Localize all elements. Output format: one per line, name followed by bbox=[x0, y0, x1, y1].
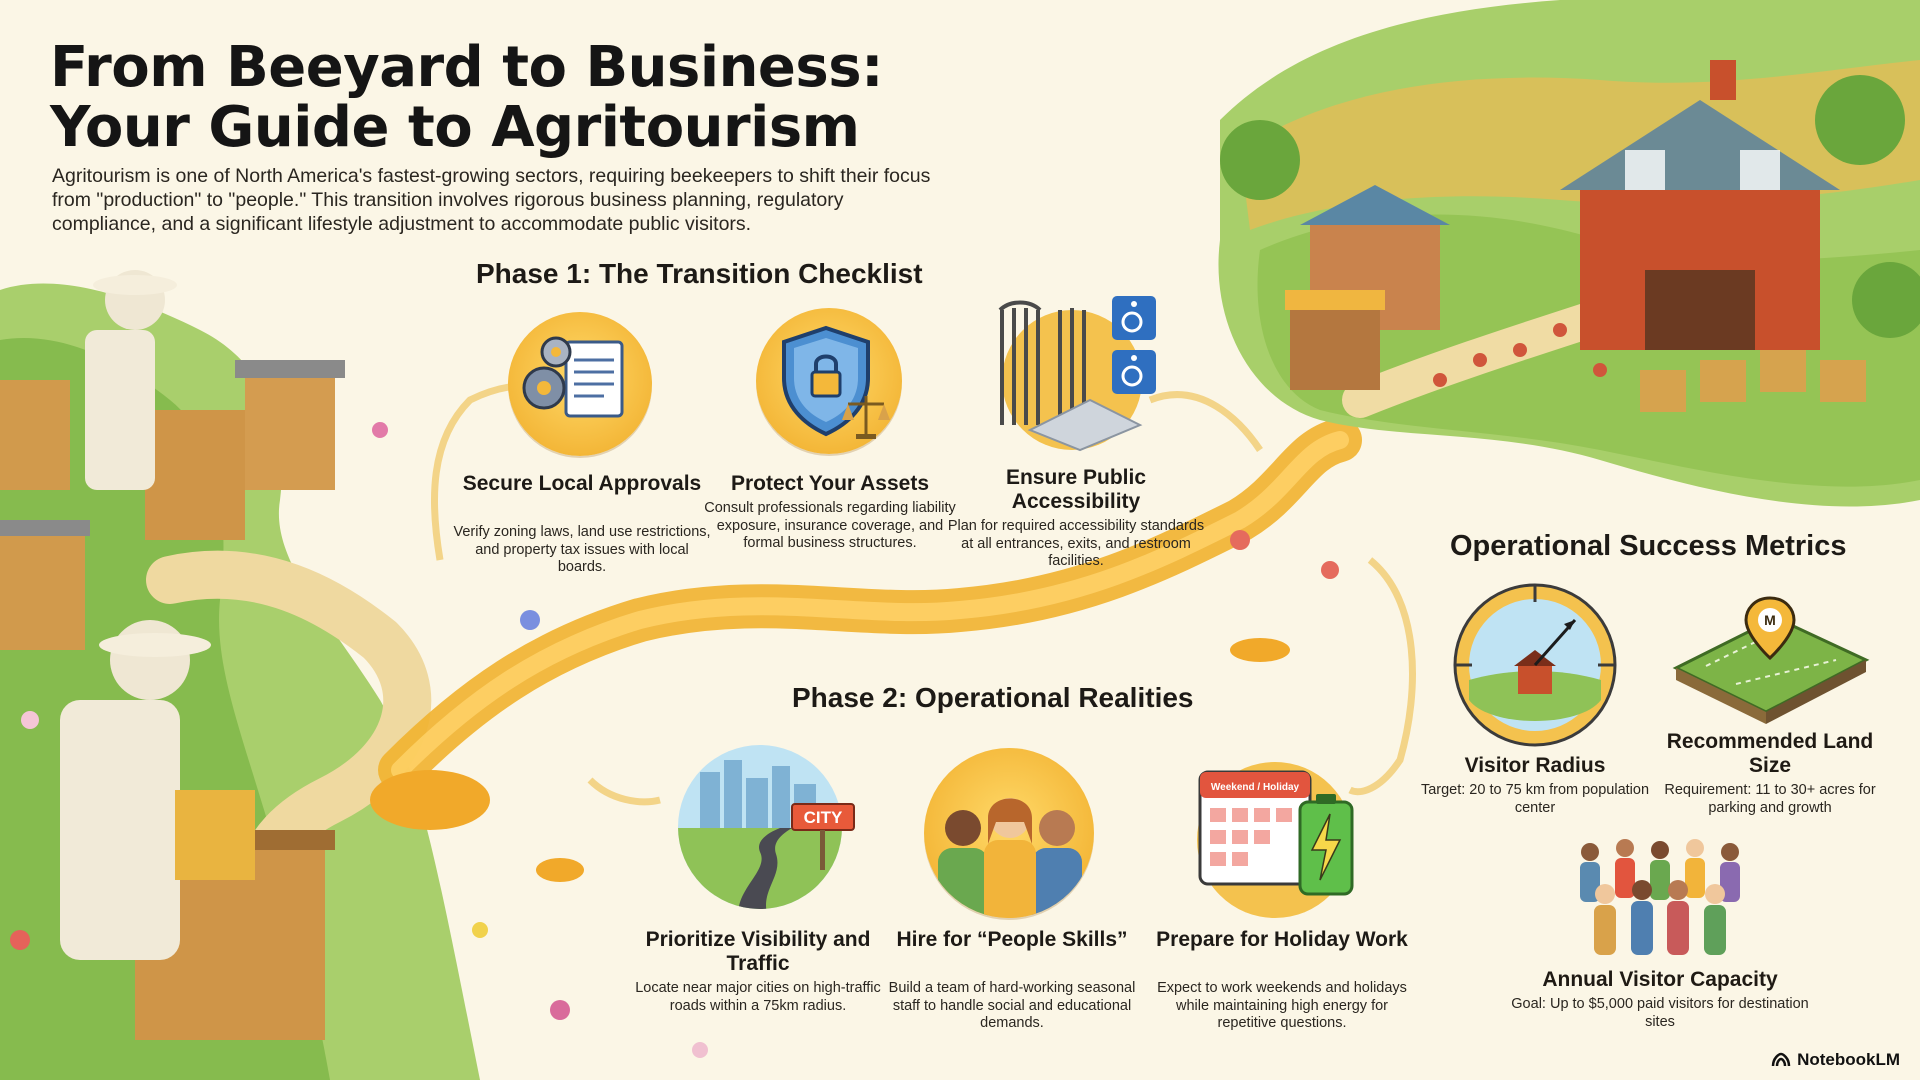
card-accessibility-desc: Plan for required accessibility standard… bbox=[947, 518, 1205, 569]
page-title: From Beeyard to Business: Your Guide to … bbox=[50, 38, 950, 158]
radius-barn-icon bbox=[1450, 580, 1620, 750]
card-secure-approvals-desc: Verify zoning laws, land use restriction… bbox=[453, 524, 711, 575]
phase2-title: Phase 2: Operational Realities bbox=[792, 682, 1194, 713]
card-accessibility-title: Ensure Public Accessibility bbox=[1005, 466, 1147, 513]
phase1-title: Phase 1: The Transition Checklist bbox=[476, 258, 923, 289]
map-pin-label: M bbox=[1764, 612, 1776, 628]
metric-visitor-radius-desc: Target: 20 to 75 km from population cent… bbox=[1420, 782, 1650, 816]
land-map-pin-icon: M bbox=[1666, 588, 1876, 738]
card-protect-assets-title: Protect Your Assets bbox=[730, 472, 929, 495]
notebooklm-logo-icon bbox=[1771, 1052, 1791, 1067]
card-people-skills-desc: Build a team of hard-working seasonal st… bbox=[888, 980, 1136, 1031]
calendar-label: Weekend / Holiday bbox=[1211, 782, 1300, 793]
calendar-battery-icon: Weekend / Holiday bbox=[1180, 750, 1370, 920]
intro-paragraph: Agritourism is one of North America's fa… bbox=[52, 165, 931, 235]
city-road-icon: CITY bbox=[660, 732, 860, 922]
metric-land-size-title: Recommended Land Size bbox=[1666, 730, 1874, 777]
card-protect-assets-desc: Consult professionals regarding liabilit… bbox=[704, 500, 956, 551]
metric-capacity-desc: Goal: Up to $5,000 paid visitors for des… bbox=[1511, 996, 1809, 1030]
title-line-1: From Beeyard to Business: bbox=[50, 35, 883, 100]
brand-name: NotebookLM bbox=[1797, 1050, 1900, 1069]
card-people-skills-title: Hire for “People Skills” bbox=[896, 928, 1128, 951]
metrics-title: Operational Success Metrics bbox=[1450, 530, 1847, 562]
shield-lock-icon bbox=[756, 308, 902, 454]
metric-visitor-radius-title: Visitor Radius bbox=[1464, 754, 1606, 777]
crowd-icon bbox=[1560, 832, 1760, 962]
card-visibility-desc: Locate near major cities on high-traffic… bbox=[635, 980, 881, 1014]
metric-capacity-title: Annual Visitor Capacity bbox=[1542, 968, 1778, 991]
accessible-gate-icon bbox=[990, 290, 1170, 455]
card-holiday-work-desc: Expect to work weekends and holidays whi… bbox=[1157, 980, 1407, 1031]
card-secure-approvals-title: Secure Local Approvals bbox=[462, 472, 702, 495]
metric-land-size-desc: Requirement: 11 to 30+ acres for parking… bbox=[1664, 782, 1876, 816]
document-gears-icon bbox=[508, 312, 652, 456]
card-visibility-title: Prioritize Visibility and Traffic bbox=[645, 928, 871, 975]
city-sign-label: CITY bbox=[804, 808, 843, 827]
staff-team-icon bbox=[924, 748, 1094, 918]
brand-logo: NotebookLM bbox=[1771, 1050, 1900, 1070]
card-holiday-work-title: Prepare for Holiday Work bbox=[1156, 928, 1408, 951]
title-line-2: Your Guide to Agritourism bbox=[50, 95, 860, 160]
